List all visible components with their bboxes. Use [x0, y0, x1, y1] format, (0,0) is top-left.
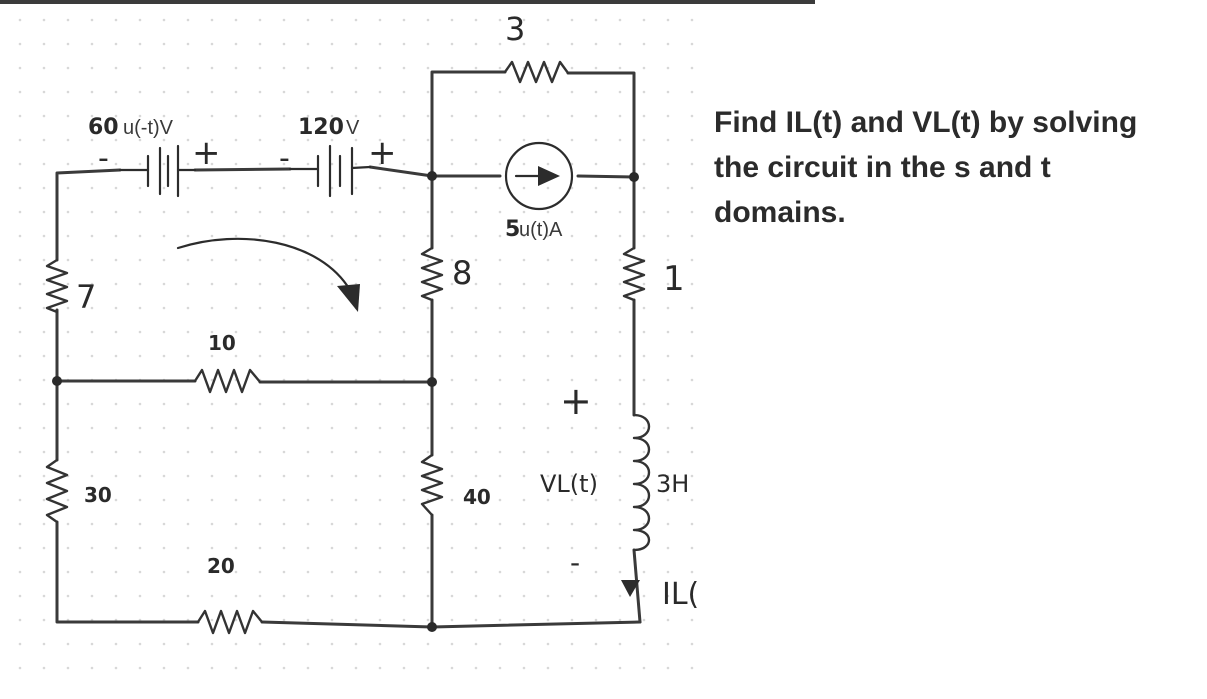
- inductor-label: 3H: [656, 470, 689, 498]
- source-60-minus: -: [98, 141, 109, 176]
- label-r1: 1: [663, 259, 685, 299]
- resistor-20: [196, 609, 264, 635]
- il-label: IL(t): [662, 577, 700, 612]
- source-60-plus: +: [192, 133, 221, 173]
- top-bar: [0, 0, 815, 4]
- source-60-unit: u(-t)V: [123, 117, 174, 139]
- resistor-10: [193, 368, 262, 394]
- current-source-unit: u(t)A: [519, 219, 563, 241]
- source-120-plus: +: [368, 133, 397, 173]
- voltage-source-60: [118, 144, 197, 198]
- current-arrow-il: [621, 580, 640, 597]
- label-r20: 20: [207, 554, 235, 578]
- current-source: [504, 141, 574, 211]
- label-r7: 7: [76, 278, 96, 316]
- resistor-3: [503, 60, 570, 84]
- source-120-minus: -: [279, 141, 290, 176]
- resistor-7: [45, 258, 69, 314]
- source-60-value: 60: [88, 115, 119, 140]
- resistor-8: [420, 246, 444, 302]
- circuit-diagram: 60 u(-t)V - + 120 V - + 3 7 10 8 1 30 20…: [18, 10, 700, 670]
- vl-minus: -: [570, 546, 580, 579]
- resistor-30: [45, 458, 69, 524]
- resistor-40: [420, 453, 444, 517]
- voltage-source-120: [288, 144, 372, 198]
- vl-label: VL(t): [540, 470, 598, 498]
- inductor-coil: [632, 413, 651, 552]
- current-source-value: 5: [505, 217, 520, 242]
- vl-plus: +: [560, 379, 592, 423]
- label-r3: 3: [505, 10, 525, 48]
- loop-arrow: [176, 237, 360, 312]
- source-120-unit: V: [346, 117, 360, 139]
- source-120-value: 120: [298, 115, 344, 140]
- wires: [55, 70, 642, 629]
- problem-statement: Find IL(t) and VL(t) by solving the circ…: [714, 106, 1138, 229]
- label-r40: 40: [463, 485, 491, 509]
- nodes: [52, 171, 639, 632]
- label-r10: 10: [208, 331, 236, 355]
- label-r8: 8: [452, 254, 472, 292]
- label-r30: 30: [84, 483, 112, 507]
- resistor-1: [622, 246, 646, 302]
